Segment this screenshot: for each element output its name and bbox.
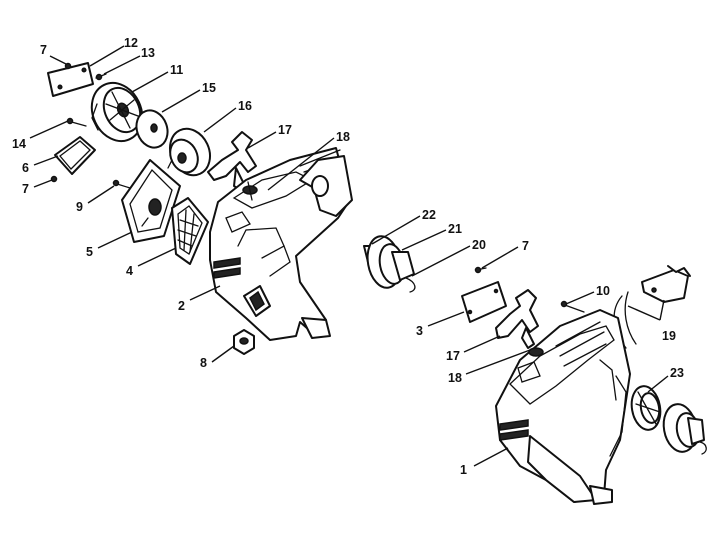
- part-1-engine-housing: [495, 309, 631, 505]
- callout-23: 23: [670, 366, 684, 380]
- callout-5: 5: [86, 245, 93, 259]
- callout-7-top: 7: [40, 43, 47, 57]
- callout-17-lower: 17: [446, 349, 460, 363]
- part-23-starter-drum: [630, 385, 662, 431]
- part-4-filter-element: [171, 197, 209, 265]
- callout-labels: 7 12 13 11 15 14 6 7 16 17 18 9 5 4 22 2…: [12, 36, 684, 477]
- callout-16: 16: [238, 99, 252, 113]
- part-8-nut: [233, 329, 255, 355]
- callout-6: 6: [22, 161, 29, 175]
- part-15-washer: [135, 109, 169, 149]
- callout-8: 8: [200, 356, 207, 370]
- callout-17-upper: 17: [278, 123, 292, 137]
- part-12-cover-plate: [47, 62, 94, 97]
- callout-14: 14: [12, 137, 26, 151]
- callout-18-upper: 18: [336, 130, 350, 144]
- callout-12: 12: [124, 36, 138, 50]
- part-10-screw: [560, 300, 585, 313]
- part-16-pulley: [167, 127, 211, 177]
- part-17-starter-grip-lower: [495, 289, 539, 349]
- callout-10: 10: [596, 284, 610, 298]
- callout-7-right: 7: [522, 239, 529, 253]
- part-3-cover-plate: [461, 281, 507, 323]
- callout-20: 20: [472, 238, 486, 252]
- part-11-fan-housing: [90, 81, 144, 143]
- leader-lines: [29, 45, 669, 467]
- callout-2: 2: [178, 299, 185, 313]
- part-drum-right: [662, 403, 707, 455]
- callout-7-mid: 7: [22, 182, 29, 196]
- callout-21: 21: [448, 222, 462, 236]
- callout-15: 15: [202, 81, 216, 95]
- callout-18-lower: 18: [448, 371, 462, 385]
- part-14-screw: [66, 117, 87, 127]
- part-13-screw: [95, 73, 107, 81]
- part-2-engine-housing: [209, 147, 353, 341]
- part-19-pawl: [613, 265, 691, 349]
- callout-1: 1: [460, 463, 467, 477]
- callout-22: 22: [422, 208, 436, 222]
- callout-9: 9: [76, 200, 83, 214]
- part-5-filter-housing: [121, 159, 181, 243]
- callout-19: 19: [662, 329, 676, 343]
- callout-11: 11: [170, 63, 183, 77]
- part-7-screw-top: [64, 62, 72, 70]
- callout-3: 3: [416, 324, 423, 338]
- callout-13: 13: [141, 46, 155, 60]
- part-21-starter-drum: [363, 235, 416, 293]
- part-9-screw: [112, 179, 131, 189]
- part-7-screw-right: [474, 266, 487, 274]
- part-7-screw-mid: [50, 175, 58, 183]
- part-6-plate: [54, 136, 96, 175]
- callout-4: 4: [126, 264, 133, 278]
